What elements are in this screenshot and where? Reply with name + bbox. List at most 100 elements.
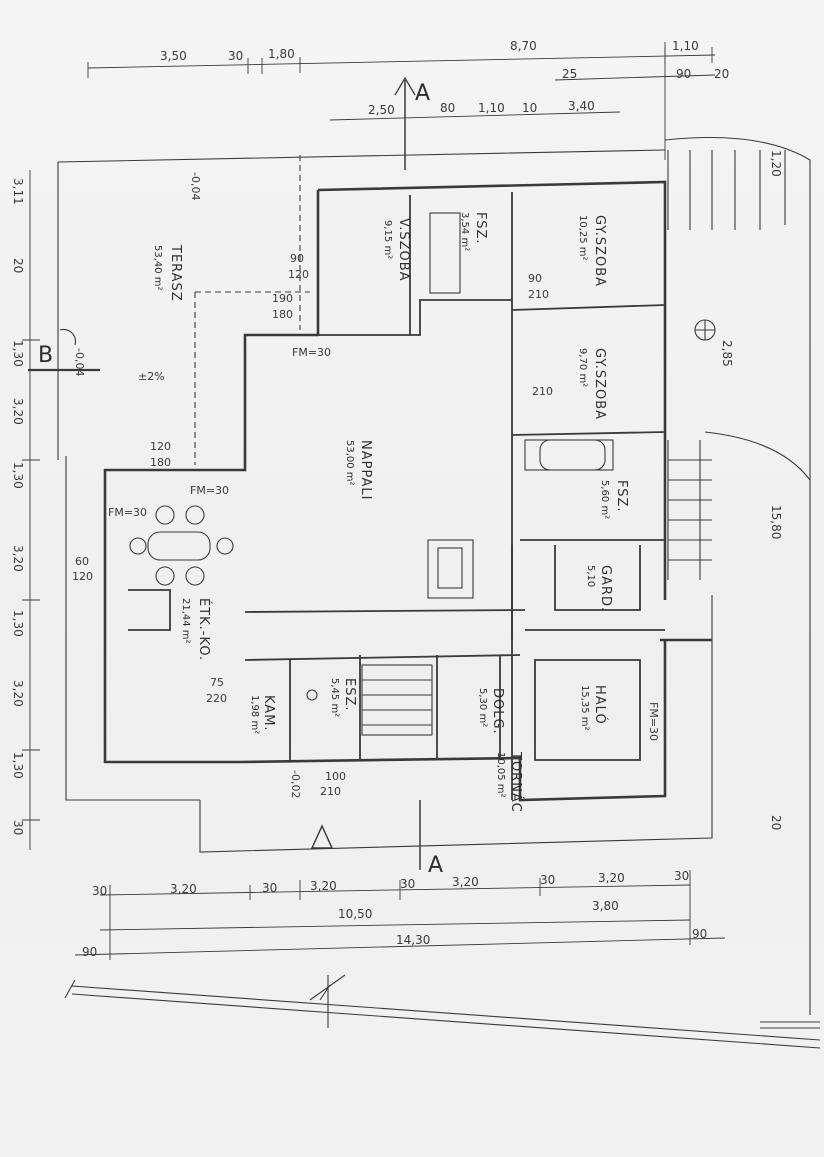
right-curve (664, 136, 811, 1015)
dim-bottom-6: 3,20 (452, 875, 479, 889)
dim-top2-5: 3,40 (568, 99, 595, 113)
height-1: 90 (290, 252, 304, 265)
dim-top-5: 1,10 (672, 39, 699, 53)
dim-bottom-1: 30 (92, 884, 107, 898)
room-area-gard: 5,10 (585, 565, 596, 587)
height-4: 180 (272, 308, 293, 321)
dim-top-1: 3,50 (160, 49, 187, 63)
dining-table (129, 505, 234, 586)
dim-bottom-8: 3,20 (598, 871, 625, 885)
room-area-kam: 1,98 m² (249, 695, 260, 734)
height-14: 75 (210, 676, 224, 689)
bathtub (524, 439, 614, 471)
room-name-fsz2: FSZ. (614, 480, 629, 513)
dim-top2-3: 1,10 (478, 101, 505, 115)
dim-top-4: 8,70 (510, 39, 537, 53)
dim-bottom-14: 90 (692, 927, 707, 941)
room-name-terasz: TERASZ (168, 244, 183, 302)
height-15: 220 (206, 692, 227, 705)
dim-right-1: 15,80 (769, 505, 783, 539)
room-name-etkko: ÉTK.-KO. (196, 598, 212, 661)
height-20: -0,02 (289, 770, 302, 798)
dim-top2-2: 80 (440, 101, 455, 115)
room-area-fsz1: 3,54 m² (459, 212, 470, 251)
height-7: 60 (75, 555, 89, 568)
dim-top-8: 20 (714, 67, 729, 81)
section-a-line (404, 80, 421, 870)
height-2: 120 (288, 268, 309, 281)
dim-bottom-7: 30 (540, 873, 555, 887)
dim-left-6: 3,20 (11, 545, 25, 572)
room-name-esz: ESZ. (342, 678, 357, 712)
room-name-nappali: NAPPALI (358, 440, 373, 500)
dim-bottom-5: 30 (400, 877, 415, 891)
room-area-nappali: 53,00 m² (344, 440, 355, 486)
dim-left-3: 1,30 (11, 340, 25, 367)
room-name-dolg: DOLG. (490, 688, 505, 735)
porch-outline (199, 595, 713, 853)
dim-left-1: 3,11 (11, 178, 25, 205)
room-name-vszoba: V.SZOBA (396, 218, 411, 282)
height-12: 90 (528, 272, 542, 285)
height-6: 180 (150, 456, 171, 469)
staircase (361, 664, 433, 736)
room-area-gyszoba2: 9,70 m² (577, 348, 588, 387)
dim-left-7: 1,30 (11, 610, 25, 637)
dim-bottom-13: 90 (82, 945, 97, 959)
height-19: FM=30 (647, 702, 660, 741)
room-area-vszoba: 9,15 m² (382, 220, 393, 259)
section-marker-a-bottom: A (428, 853, 443, 878)
ground-line (64, 979, 821, 1041)
dim-left-2: 20 (11, 258, 25, 273)
height-16: FM=30 (292, 346, 331, 359)
section-marker-a-top: A (415, 81, 430, 106)
height-5: 120 (150, 440, 171, 453)
dim-bottom-12: 14,30 (396, 933, 430, 947)
height-8: 120 (72, 570, 93, 583)
height-13: 210 (528, 288, 549, 301)
room-name-fsz1: FSZ. (473, 212, 488, 245)
dim-bottom-11: 3,80 (592, 899, 619, 913)
dim-top-6: 25 (562, 67, 577, 81)
room-name-gyszoba2: GY.SZOBA (592, 348, 607, 420)
dim-right-4: 20 (769, 815, 783, 830)
height-17: FM=30 (190, 484, 229, 497)
height-9: 100 (325, 770, 346, 783)
room-name-halo: HALÓ (592, 685, 608, 725)
room-name-gard: GARD. (598, 565, 613, 612)
dim-right-3: 1,20 (769, 150, 783, 177)
height-23: ±2% (138, 370, 165, 383)
dim-top-3: 1,80 (268, 47, 295, 61)
height-18: FM=30 (108, 506, 147, 519)
dim-right-2: 2,85 (720, 340, 734, 367)
height-22: -0,04 (73, 348, 86, 376)
dim-left-4: 3,20 (11, 398, 25, 425)
section-marker-b: B (38, 343, 53, 368)
bathtub-small (429, 212, 461, 294)
room-area-dolg: 5,30 m² (477, 688, 488, 727)
room-name-kam: KAM. (261, 695, 276, 732)
room-area-tornac: 10,05 m² (495, 752, 506, 798)
dim-top-2: 30 (228, 49, 243, 63)
room-area-etkko: 21,44 m² (180, 598, 191, 644)
fireplace (427, 539, 474, 599)
entrance-arrow (310, 824, 334, 849)
dim-bottom-2: 3,20 (170, 882, 197, 896)
dim-left-10: 30 (11, 820, 25, 835)
dim-bottom-4: 3,20 (310, 879, 337, 893)
height-11: 210 (532, 385, 553, 398)
covered-terrace-dashed (194, 291, 310, 465)
room-name-gyszoba1: GY.SZOBA (592, 215, 607, 287)
dim-top-7: 90 (676, 67, 691, 81)
dim-bottom-10: 10,50 (338, 907, 372, 921)
height-10: 210 (320, 785, 341, 798)
room-area-fsz2: 5,60 m² (599, 480, 610, 519)
room-area-gyszoba1: 10,25 m² (577, 215, 588, 261)
dim-top2-4: 10 (522, 101, 537, 115)
dim-left-8: 3,20 (11, 680, 25, 707)
dim-left-9: 1,30 (11, 752, 25, 779)
room-name-tornac: TORNÁC (508, 751, 524, 813)
dim-bottom-9: 30 (674, 869, 689, 883)
